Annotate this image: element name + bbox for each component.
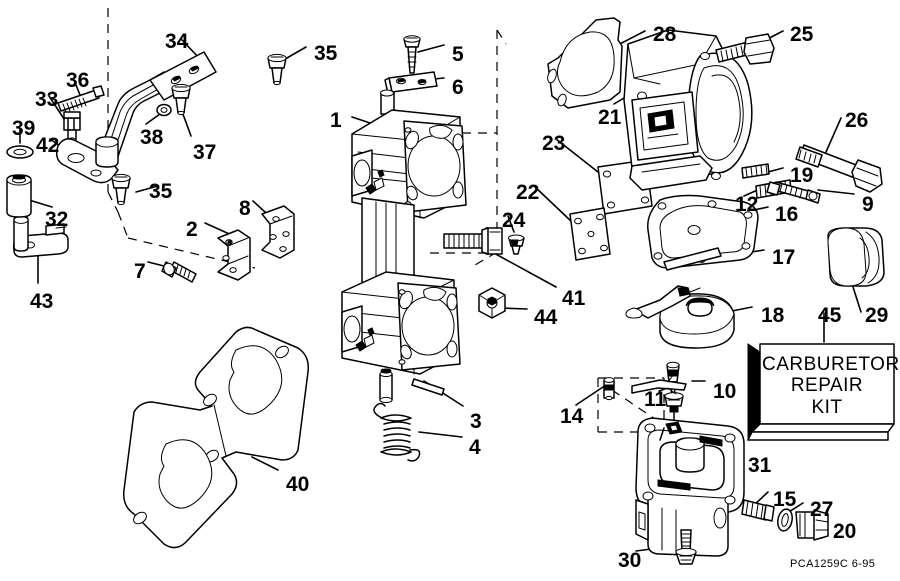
callout-spring-12: 12	[735, 193, 759, 216]
callout-washer-39: 39	[12, 117, 36, 140]
repair-kit-line-3: KIT	[811, 396, 843, 418]
part-22-cover-plate	[569, 207, 611, 261]
callout-gasket-float-bowl-16: 16	[775, 203, 799, 226]
part-36-bolt	[57, 85, 105, 113]
repair-kit-label: CARBURETOR REPAIR KIT	[762, 354, 900, 418]
part-15-jet	[741, 499, 775, 522]
part-37-screw	[171, 83, 191, 116]
part-29-bushing	[827, 227, 885, 287]
part-41-bolt	[443, 227, 503, 255]
callout-gasket-dual-bore-40: 40	[286, 473, 310, 496]
callout-gasket-manifold-28: 28	[653, 23, 677, 46]
callout-spring-19: 19	[790, 164, 814, 187]
callout-inlet-needle-11: 11	[644, 388, 667, 411]
callout-bushing-29: 29	[865, 304, 889, 327]
callout-screw-35b: 35	[149, 180, 173, 203]
part-2-bracket	[217, 229, 251, 281]
callout-float-18: 18	[761, 304, 785, 327]
callout-plug-20: 20	[833, 520, 857, 543]
callout-link-rod-17: 17	[772, 246, 796, 269]
part-16-gasket-float-bowl	[647, 194, 759, 269]
part-8-bracket	[261, 205, 295, 259]
callout-bracket-8: 8	[239, 197, 251, 220]
part-18-float	[625, 285, 735, 349]
part-38-washer	[156, 103, 172, 117]
callout-washer-38: 38	[140, 126, 164, 149]
part-10-needle-valve-kit	[631, 373, 687, 395]
part-43-lever	[12, 215, 69, 258]
part-17-link-rod	[663, 247, 722, 271]
callout-bolt-41: 41	[562, 287, 586, 310]
part-31-float-bowl	[635, 405, 745, 557]
callout-bolt-36: 36	[66, 69, 90, 92]
callout-float-bowl-31: 31	[748, 454, 772, 477]
part-45-repair-kit-box	[747, 343, 895, 441]
callout-screw-37: 37	[193, 141, 217, 164]
callout-bracket-link-34: 34	[165, 30, 189, 53]
callout-pin-3: 3	[470, 410, 482, 433]
callout-screw-9: 9	[862, 193, 874, 216]
callout-cover-plate-22: 22	[516, 181, 540, 204]
callout-retainer-plate-6: 6	[452, 76, 464, 99]
part-1-carburetor-body	[341, 89, 467, 404]
callout-bushing-32: 32	[45, 208, 69, 231]
part-7-screw	[161, 261, 197, 283]
callout-bracket-small-2: 2	[186, 218, 198, 241]
part-4-spring	[373, 402, 421, 462]
part-35-screw-lower	[111, 173, 131, 206]
part-26-bolt-long	[795, 144, 883, 193]
callout-screw-5: 5	[452, 43, 464, 66]
part-27-washer	[777, 508, 793, 532]
callout-spring-4: 4	[469, 436, 481, 459]
callout-screw-14: 14	[560, 405, 584, 428]
part-40-gasket-dual-bore	[122, 326, 310, 549]
part-28-gasket-manifold	[547, 17, 623, 109]
part-21-intake-manifold	[623, 29, 753, 191]
part-14-screw	[603, 377, 615, 401]
part-3-pin	[411, 378, 445, 396]
repair-kit-line-2: REPAIR	[790, 375, 864, 397]
callout-intake-manifold-21: 21	[598, 106, 622, 129]
part-32-bushing	[6, 174, 32, 218]
part-5-screw	[403, 35, 421, 74]
callout-screw-24: 24	[502, 209, 526, 232]
callout-carburetor-body-1: 1	[330, 109, 342, 132]
part-33-nut	[63, 111, 81, 143]
callout-drain-screw-30: 30	[618, 549, 642, 572]
part-9-screw	[766, 181, 821, 204]
callout-jet-15: 15	[773, 488, 797, 511]
callout-lever-43: 43	[30, 290, 54, 313]
part-34-bracket-link	[55, 51, 217, 184]
part-24-screw	[508, 234, 525, 255]
part-30-drain-screw	[675, 529, 697, 565]
repair-kit-line-1: CARBURETOR	[762, 354, 900, 375]
callout-washer-27: 27	[810, 498, 834, 521]
callout-nut-44: 44	[534, 306, 558, 329]
part-39-washer	[6, 145, 34, 159]
callout-nut-33: 33	[35, 88, 59, 111]
callout-bolt-25: 25	[790, 23, 814, 46]
callout-screw-35: 35	[314, 42, 338, 65]
callout-cover-plate-23: 23	[542, 132, 566, 155]
part-25-bolt	[715, 33, 775, 65]
part-35-screw-upper	[267, 53, 287, 86]
part-20-plug	[795, 509, 829, 541]
part-44-nut	[478, 287, 506, 319]
part-6-retainer-plate	[384, 71, 438, 95]
part-19-spring	[741, 163, 770, 179]
callout-needle-valve-kit-10: 10	[713, 380, 737, 403]
callout-nut-42: 42	[36, 134, 60, 157]
callout-screw-7: 7	[134, 260, 146, 283]
callout-bolt-long-26: 26	[845, 109, 869, 132]
callout-repair-kit-45: 45	[818, 304, 842, 327]
drawing-reference-number: PCA1259C 6-95	[790, 558, 876, 570]
